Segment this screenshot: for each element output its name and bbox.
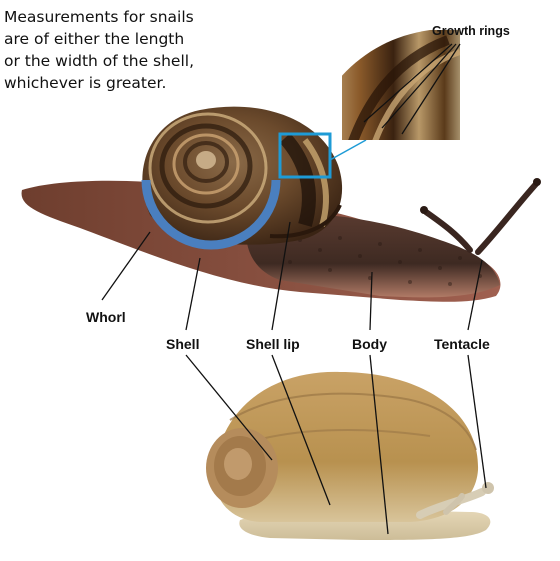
label-tentacle: Tentacle: [434, 336, 490, 352]
label-shell-lip: Shell lip: [246, 336, 300, 352]
tentacle-left: [423, 209, 473, 253]
pale-snail: [206, 371, 494, 540]
tentacle-right: [475, 181, 539, 255]
zoom-connector: [329, 139, 367, 161]
growth-rings-inset: [342, 28, 460, 140]
zoom-source-box: [278, 132, 332, 179]
label-body: Body: [352, 336, 387, 352]
intro-line-4: whichever is greater.: [4, 74, 167, 92]
leader-lines: [101, 221, 487, 535]
measurement-arc: [141, 179, 281, 250]
tentacle-right-tip: [533, 178, 541, 186]
intro-line-1: Measurements for snails: [4, 8, 194, 26]
growth-rings-pointers: [363, 43, 461, 135]
label-shell: Shell: [166, 336, 200, 352]
label-growth-rings: Growth rings: [432, 24, 510, 38]
intro-text: Measurements for snails are of either th…: [4, 6, 254, 94]
intro-line-3: or the width of the shell,: [4, 52, 195, 70]
tentacle-left-tip: [420, 206, 428, 214]
intro-line-2: are of either the length: [4, 30, 185, 48]
label-whorl: Whorl: [86, 309, 126, 325]
